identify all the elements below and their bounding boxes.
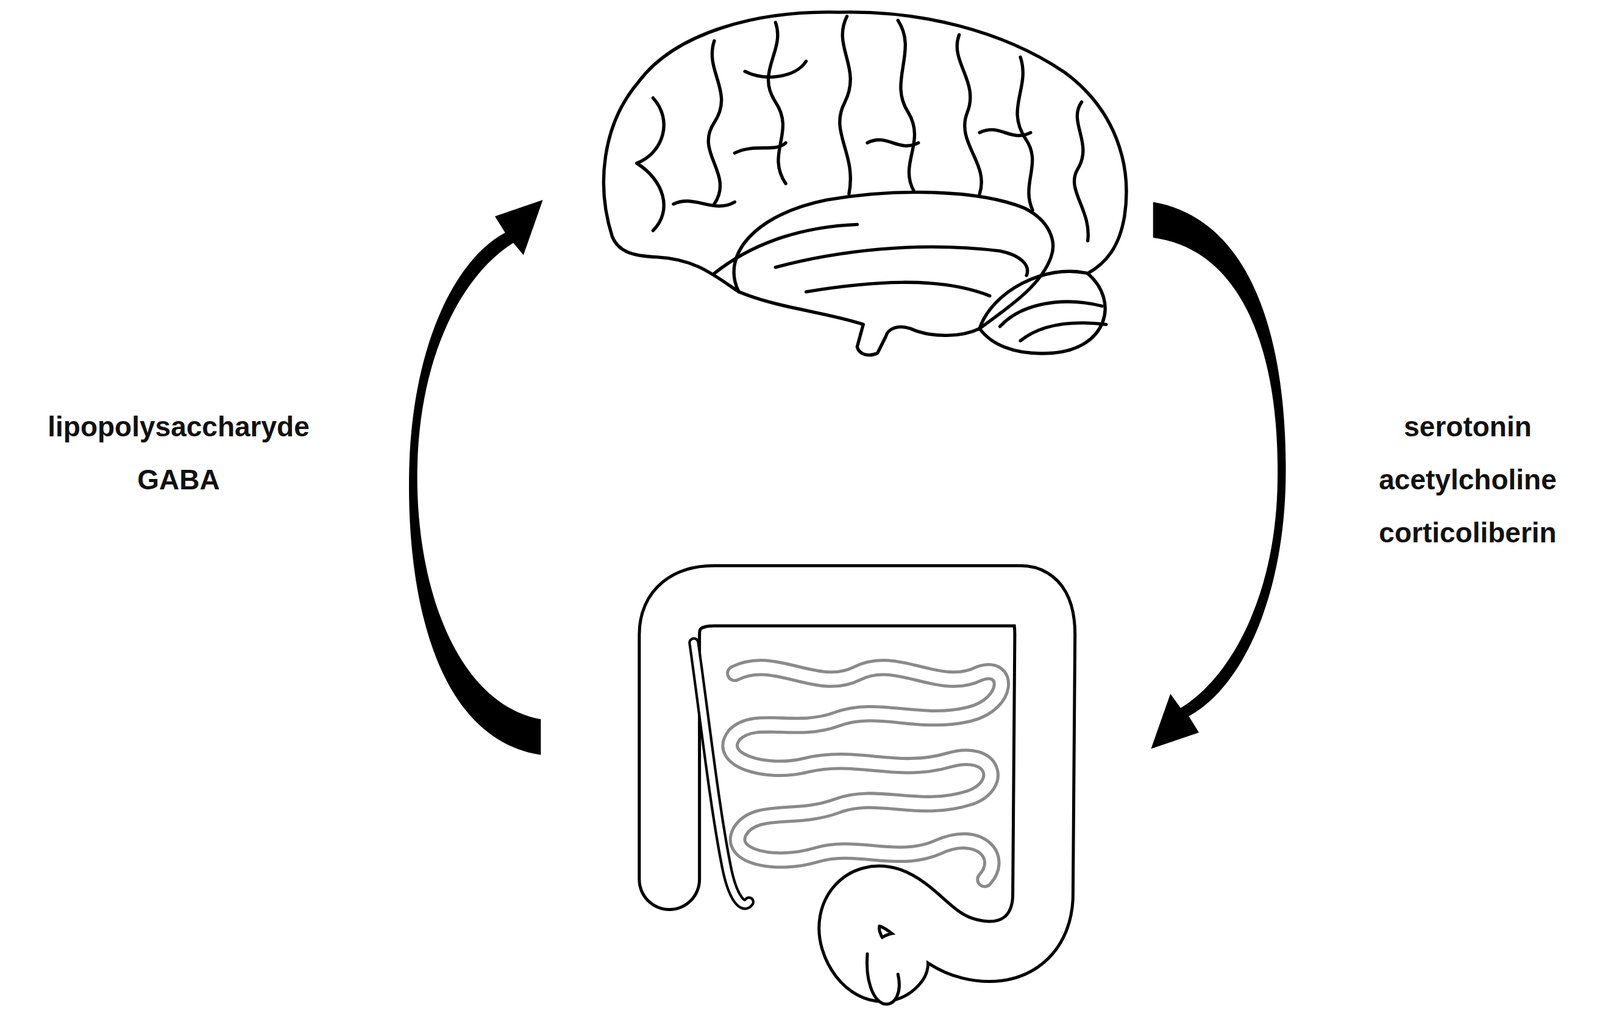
gyrus-line (839, 16, 851, 194)
large-intestine-outline (669, 596, 1045, 972)
cerebellum-fold (1020, 323, 1107, 341)
gyrus-line (636, 98, 665, 232)
gyrus-line (956, 34, 982, 194)
temporal-lobe (733, 192, 1053, 329)
molecule-label: GABA (137, 463, 220, 497)
gyrus-line (768, 22, 787, 185)
small-intestine-lumen (730, 667, 1002, 880)
gyrus-line (979, 129, 1031, 136)
small-intestine-outline (730, 667, 1002, 880)
gyrus-line (1074, 101, 1089, 241)
brain-outline (603, 12, 1126, 356)
brain-drawing (603, 12, 1126, 356)
molecule-label: lipopolysaccharyde (47, 410, 310, 444)
temporal-sulcus (775, 246, 1028, 276)
gyrus-line (897, 20, 915, 192)
gyrus-line (673, 201, 735, 207)
temporal-sulcus (806, 282, 990, 296)
intestine-drawing (669, 596, 1045, 1005)
large-intestine-lumen (669, 596, 1045, 972)
gyrus-line (734, 142, 786, 153)
molecule-label: corticoliberin (1378, 516, 1557, 550)
curved-arrow-up (408, 199, 544, 756)
cerebellum-line (979, 271, 1088, 329)
molecule-label: acetylcholine (1378, 463, 1557, 497)
gyrus-line (744, 60, 806, 77)
rectum (866, 953, 900, 1004)
appendix-outline (693, 643, 749, 905)
curved-arrow-down (1150, 201, 1286, 749)
gyrus-line (867, 140, 919, 147)
gyrus-line (708, 40, 722, 205)
molecule-label: serotonin (1403, 410, 1532, 444)
appendix-lumen (693, 643, 749, 905)
